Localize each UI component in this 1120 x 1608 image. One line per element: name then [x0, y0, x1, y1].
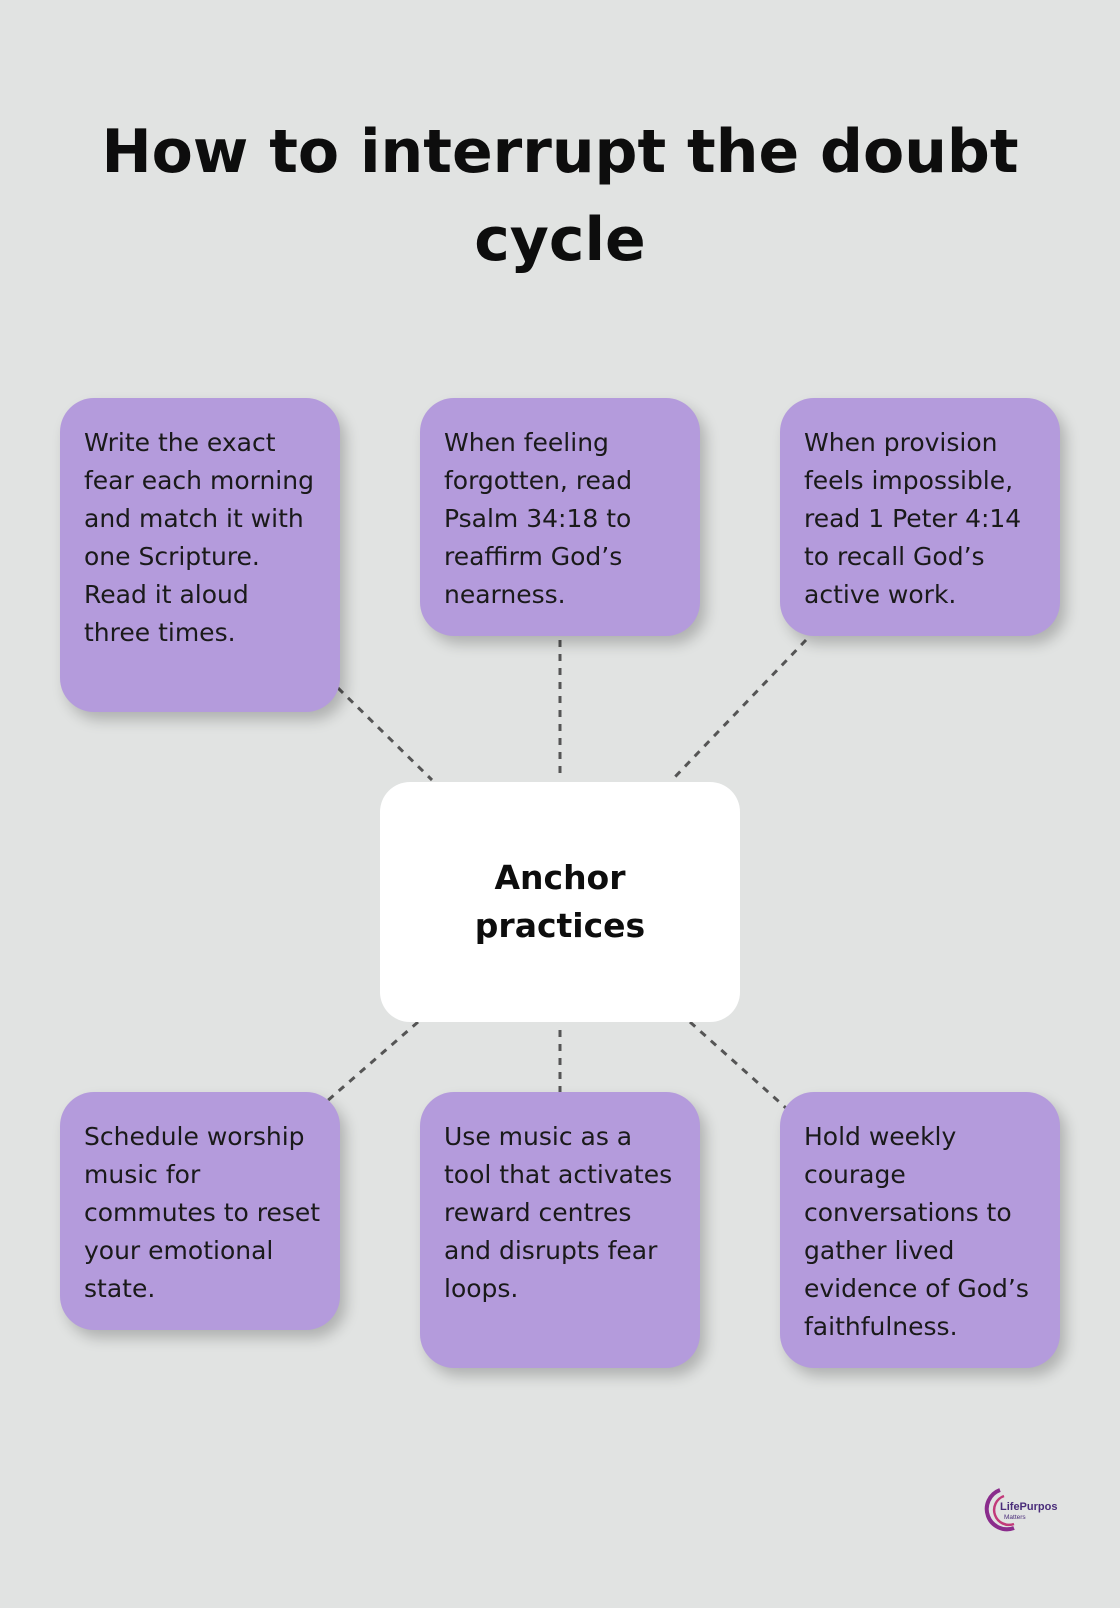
logo-subtext: Matters: [1004, 1514, 1026, 1521]
connector-top-left: [336, 686, 434, 782]
center-node: Anchor practices: [380, 782, 740, 1022]
practice-card-4: Schedule worship music for commutes to r…: [60, 1092, 340, 1330]
center-label: Anchor practices: [474, 858, 646, 945]
page-title: How to interrupt the doubt cycle: [101, 117, 1019, 275]
connector-bottom-right: [688, 1020, 788, 1110]
practice-card-6: Hold weekly courage conversations to gat…: [780, 1092, 1060, 1368]
practice-card-5: Use music as a tool that activates rewar…: [420, 1092, 700, 1368]
practice-card-2: When feeling forgotten, read Psalm 34:18…: [420, 398, 700, 636]
connector-top-right: [670, 638, 808, 782]
connector-bottom-left: [325, 1020, 419, 1104]
brand-logo: LifePurpose Matters: [984, 1488, 1058, 1532]
practice-card-3: When provision feels impossible, read 1 …: [780, 398, 1060, 636]
logo-text: LifePurpose: [1000, 1501, 1058, 1513]
practice-card-1: Write the exact fear each morning and ma…: [60, 398, 340, 712]
